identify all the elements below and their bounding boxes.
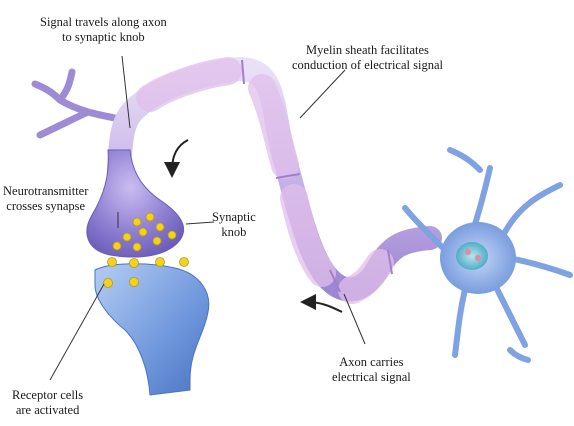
signal-arrow-bottom (308, 302, 342, 312)
label-synaptic-knob: Synaptic knob (212, 210, 256, 240)
nucleus (456, 242, 488, 270)
label-receptor-cells: Receptor cells are activated (12, 388, 83, 418)
label-axon-carries: Axon carries electrical signal (332, 355, 411, 385)
label-myelin-sheath: Myelin sheath facilitates conduction of … (292, 43, 443, 73)
dendrite-branches (35, 72, 125, 135)
signal-arrow-top (172, 140, 188, 170)
label-neurotransmitter: Neurotransmitter crosses synapse (3, 184, 88, 214)
synaptic-knob (87, 150, 184, 257)
label-signal-travels: Signal travels along axon to synaptic kn… (40, 15, 167, 45)
neuron-cell-body (405, 150, 570, 360)
